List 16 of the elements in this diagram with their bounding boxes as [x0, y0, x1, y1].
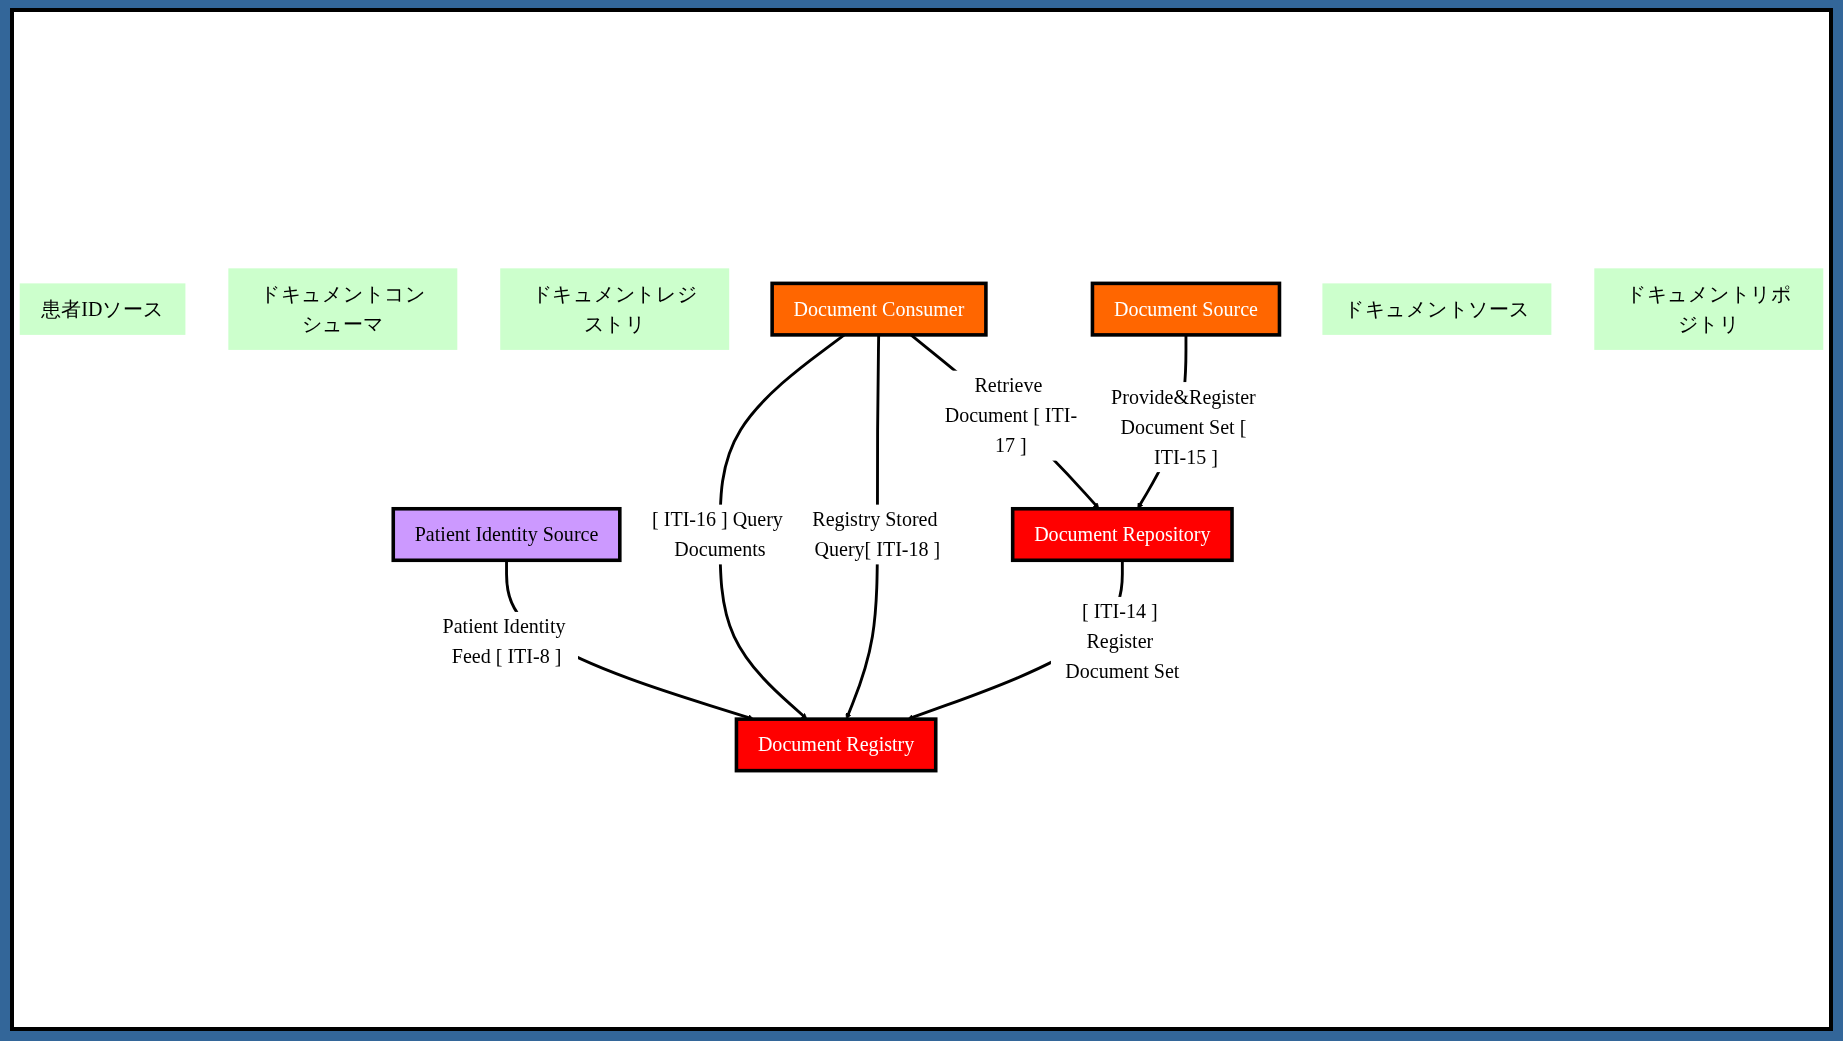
node-box: ドキュメントレジストリ: [500, 268, 730, 350]
node-box: Document Consumer: [770, 281, 988, 337]
edge-label: [ ITI-16 ] Query Documents: [652, 508, 783, 561]
node-box: Document Registry: [734, 717, 938, 773]
node-box: Document Source: [1090, 281, 1282, 337]
edge-label: Patient Identity Feed [ ITI-8 ]: [442, 615, 566, 668]
node-box: ドキュメントリポジトリ: [1594, 268, 1824, 350]
edge-label: Retrieve Document [ ITI-17 ]: [944, 374, 1078, 457]
node-box: Patient Identity Source: [391, 506, 622, 563]
node-box: ドキュメントコンシューマ: [228, 268, 458, 350]
node-box: Document Repository: [1010, 506, 1234, 563]
edge-label: Provide&Register Document Set [ ITI-15 ]: [1111, 385, 1256, 468]
edge-label: [ ITI-14 ] Register Document Set: [1065, 600, 1180, 683]
edge-label: Registry Stored Query[ ITI-18 ]: [812, 508, 941, 561]
node-box: ドキュメントソース: [1322, 283, 1552, 335]
node-box: 患者IDソース: [19, 283, 186, 335]
